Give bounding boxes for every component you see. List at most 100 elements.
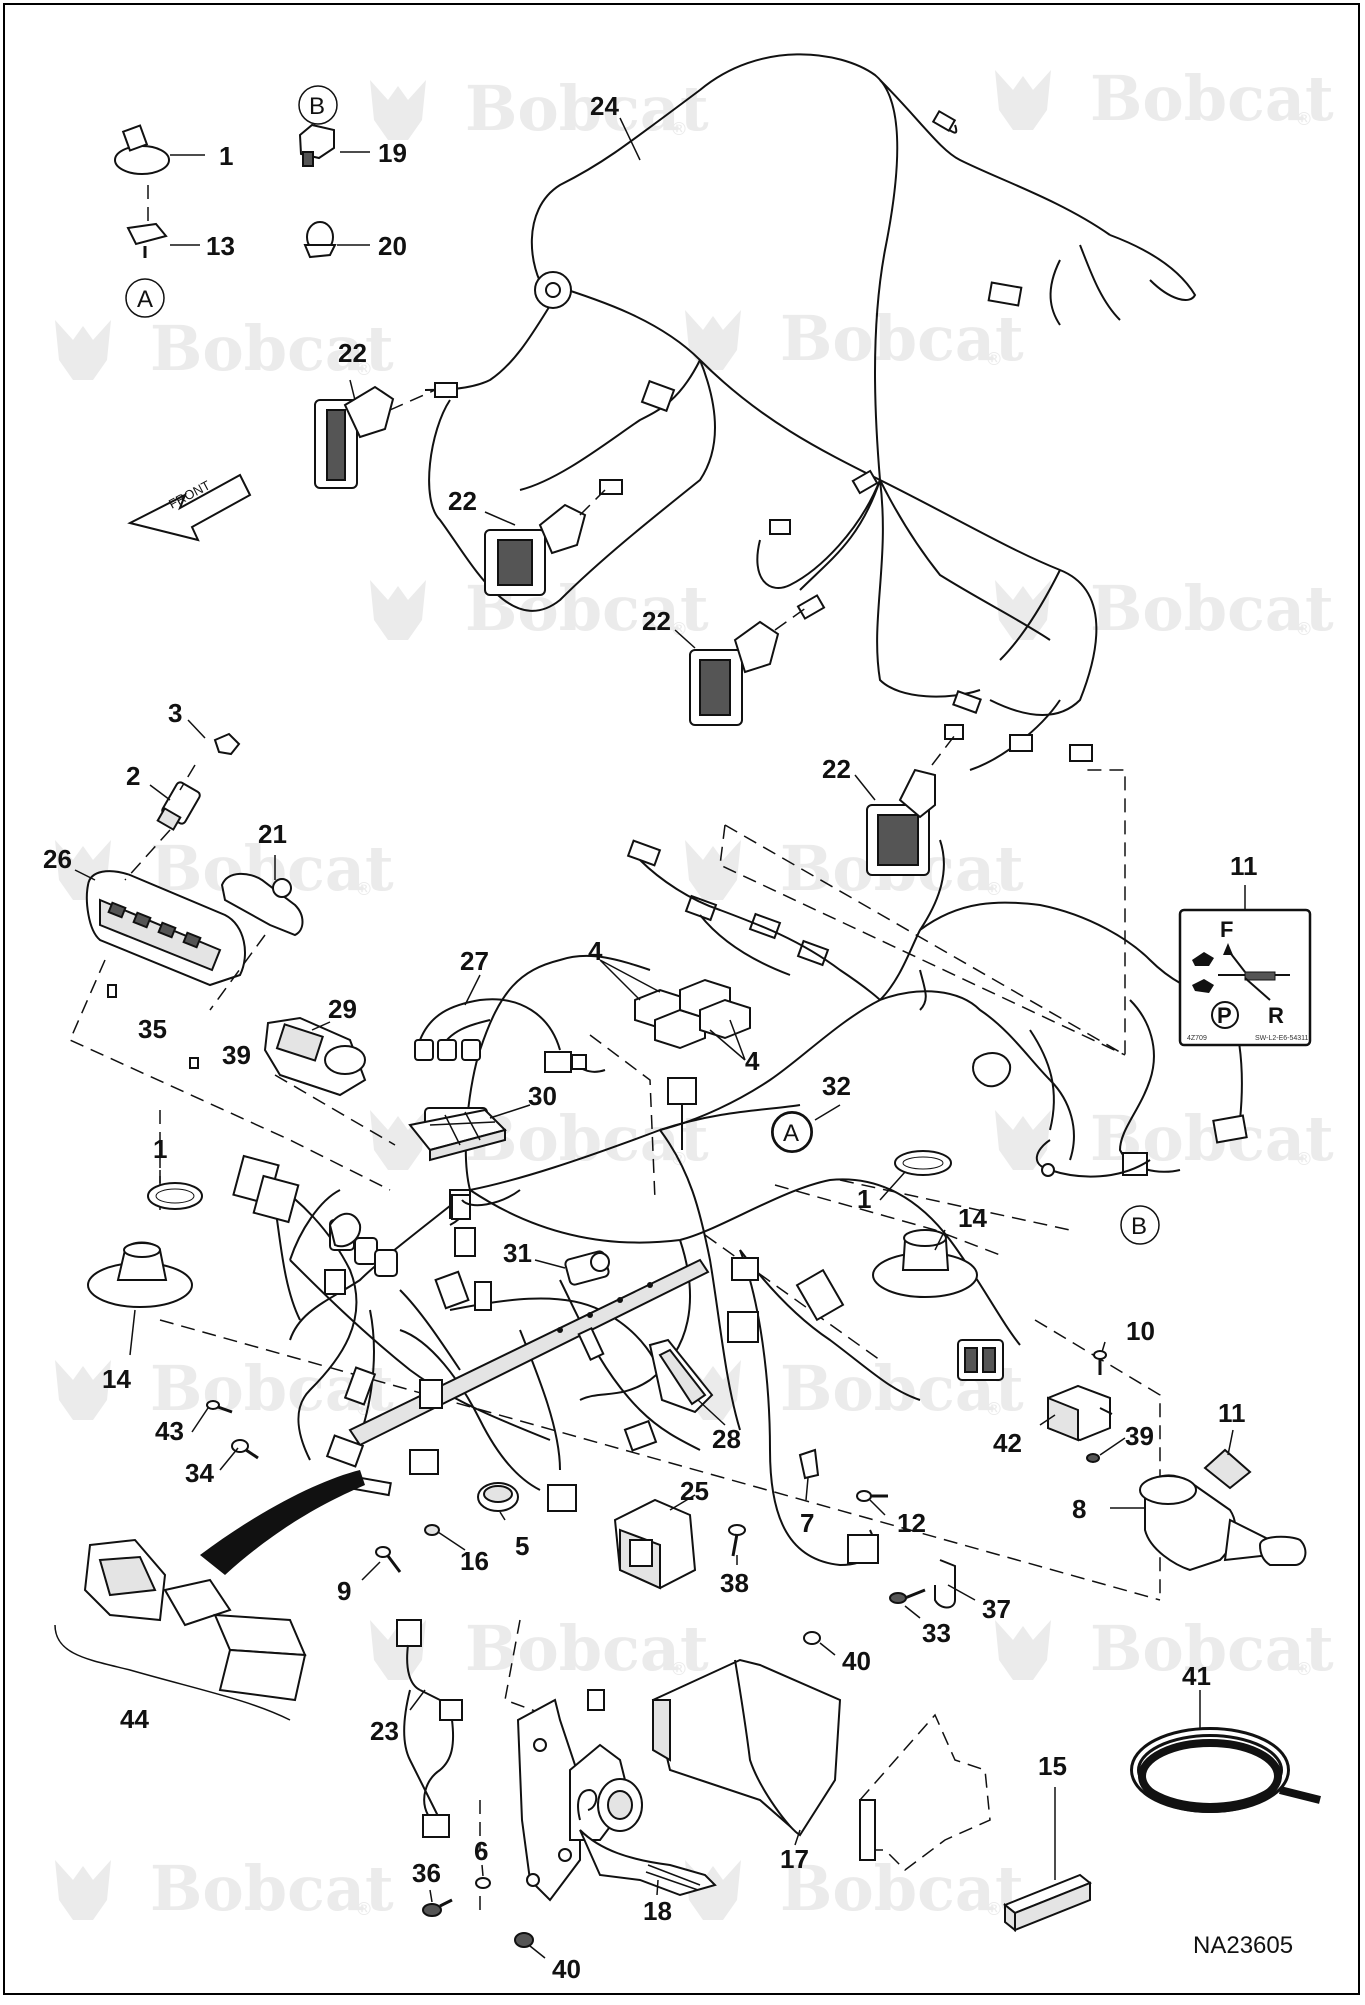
callout-label: 38 bbox=[720, 1568, 749, 1598]
callout-label: 13 bbox=[206, 231, 235, 261]
callout-label: 22 bbox=[642, 606, 671, 636]
watermark-text: Bobcat bbox=[150, 312, 394, 385]
callout-label: 23 bbox=[370, 1716, 399, 1746]
screw-36 bbox=[422, 1898, 453, 1917]
screw-34 bbox=[231, 1439, 259, 1460]
callout-label: 15 bbox=[1038, 1751, 1067, 1781]
sensor-22-b bbox=[484, 489, 606, 596]
decal-code-left: 4Z709 bbox=[1187, 1035, 1207, 1042]
washer-6 bbox=[475, 1877, 491, 1889]
watermark: Bobcat ® bbox=[685, 302, 1024, 375]
detail-circle-b-harness: B bbox=[1120, 1205, 1160, 1245]
wire-roll-41 bbox=[1130, 1727, 1321, 1813]
watermark-mark: ® bbox=[985, 1399, 1003, 1420]
clip-20 bbox=[303, 221, 337, 259]
watermark: Bobcat ® bbox=[370, 1612, 709, 1685]
cable-tie-1-left bbox=[147, 1182, 203, 1210]
page-border bbox=[3, 3, 1360, 1995]
watermark: Bobcat ® bbox=[995, 572, 1334, 645]
cap-5 bbox=[477, 1482, 519, 1512]
callout-label: 16 bbox=[460, 1546, 489, 1576]
connector-3 bbox=[213, 732, 241, 756]
callout-label: 39 bbox=[1125, 1421, 1154, 1451]
callout-label: 44 bbox=[120, 1704, 149, 1734]
decal-forward-label: F bbox=[1220, 917, 1233, 942]
callout-label: 41 bbox=[1182, 1661, 1211, 1691]
callout-label: 5 bbox=[515, 1531, 529, 1561]
callout-label: 37 bbox=[982, 1594, 1011, 1624]
grommet-14-left bbox=[87, 1241, 193, 1308]
relays-4 bbox=[634, 978, 751, 1150]
watermark: Bobcat ® bbox=[685, 1852, 1024, 1925]
callout-label: 40 bbox=[842, 1646, 871, 1676]
watermark-mark: ® bbox=[670, 619, 688, 640]
watermark-text: Bobcat bbox=[465, 72, 709, 145]
sensor-22-d bbox=[866, 734, 956, 876]
watermark-text: Bobcat bbox=[780, 302, 1024, 375]
screw-33 bbox=[889, 1588, 926, 1604]
cover-17 bbox=[651, 1658, 842, 1837]
watermark-mark: ® bbox=[355, 1899, 373, 1920]
watermark-text: Bobcat bbox=[1090, 572, 1334, 645]
watermark: Bobcat ® bbox=[995, 1612, 1334, 1685]
lever-8 bbox=[1139, 1474, 1307, 1572]
callout-label: 29 bbox=[328, 994, 357, 1024]
watermark: Bobcat ® bbox=[370, 572, 709, 645]
callout-label: 21 bbox=[258, 819, 287, 849]
callout-label: 39 bbox=[222, 1040, 251, 1070]
watermark: Bobcat ® bbox=[370, 72, 709, 145]
switch-28 bbox=[648, 1338, 714, 1414]
detail-letter: B bbox=[309, 93, 325, 120]
callout-label: 42 bbox=[993, 1428, 1022, 1458]
callout-label: 9 bbox=[337, 1576, 351, 1606]
callout-label: 8 bbox=[1072, 1494, 1086, 1524]
decal-11-small bbox=[1203, 1448, 1252, 1490]
callout-label: 22 bbox=[338, 338, 367, 368]
watermark-mark: ® bbox=[1295, 109, 1313, 130]
callout-label: 4 bbox=[745, 1046, 760, 1076]
watermark-mark: ® bbox=[355, 359, 373, 380]
callout-label: 35 bbox=[138, 1014, 167, 1044]
callout-label: 19 bbox=[378, 138, 407, 168]
callout-label: 11 bbox=[1230, 851, 1258, 881]
watermark: Bobcat ® bbox=[995, 62, 1334, 135]
callout-label: 1 bbox=[153, 1134, 167, 1164]
display-panel-26 bbox=[85, 870, 246, 987]
detail-letter: A bbox=[137, 286, 153, 313]
module-21 bbox=[220, 872, 304, 937]
watermark-mark: ® bbox=[355, 879, 373, 900]
watermark-text: Bobcat bbox=[465, 1612, 709, 1685]
callout-label: 22 bbox=[448, 486, 477, 516]
callout-leaders bbox=[74, 117, 1246, 1959]
detail-44 bbox=[54, 1538, 307, 1721]
callout-label: 25 bbox=[680, 1476, 709, 1506]
callout-label: 30 bbox=[528, 1081, 557, 1111]
nut-16 bbox=[424, 1524, 440, 1536]
switch-2 bbox=[156, 781, 201, 831]
pointer-arrow bbox=[200, 1470, 365, 1575]
callout-label: 34 bbox=[185, 1458, 214, 1488]
callout-labels: 1 13 19 20 24 22 22 22 22 3 2 26 21 35 3… bbox=[43, 91, 1258, 1984]
clip-19 bbox=[298, 123, 335, 167]
detail-circle-b-top: B bbox=[298, 85, 338, 125]
callout-label: 24 bbox=[590, 91, 619, 121]
callout-label: 3 bbox=[168, 698, 182, 728]
screw-35 bbox=[107, 984, 117, 998]
pedal-assembly-18 bbox=[516, 1689, 717, 1902]
callout-label: 32 bbox=[822, 1071, 851, 1101]
cable-tie-1-top bbox=[114, 124, 170, 225]
callout-label: 4 bbox=[588, 936, 603, 966]
figure-code: NA23605 bbox=[1193, 1932, 1293, 1959]
decal-reverse-label: R bbox=[1268, 1003, 1284, 1028]
callout-label: 33 bbox=[922, 1618, 951, 1648]
watermark-mark: ® bbox=[1295, 1659, 1313, 1680]
watermark-mark: ® bbox=[985, 879, 1003, 900]
callout-label: 6 bbox=[474, 1836, 488, 1866]
detail-letter: A bbox=[783, 1120, 799, 1147]
watermark: Bobcat ® bbox=[55, 1852, 394, 1925]
callout-label: 14 bbox=[958, 1203, 987, 1233]
watermark-mark: ® bbox=[670, 119, 688, 140]
watermark-text: Bobcat bbox=[1090, 62, 1334, 135]
